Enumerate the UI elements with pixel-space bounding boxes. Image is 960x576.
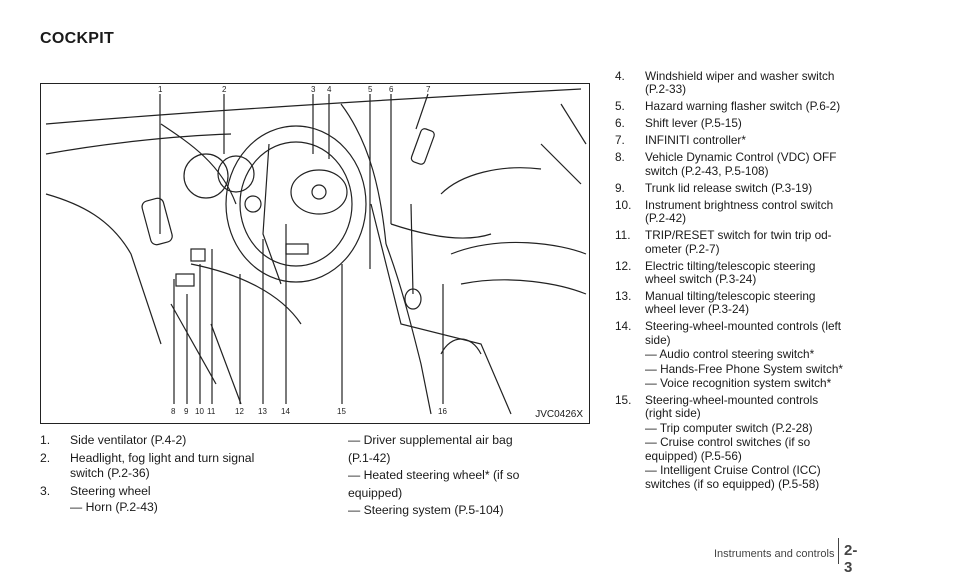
item-number: 2. <box>40 451 51 466</box>
item-subentry: — Hands-Free Phone System switch* <box>645 361 844 376</box>
item-text: (P.2-33) <box>645 82 687 97</box>
item-text: Manual tilting/telescopic steering <box>645 289 816 304</box>
cockpit-figure: 1 2 3 4 5 6 7 8 9 10 11 12 13 14 15 16 J… <box>40 83 590 424</box>
callout-8: 8 <box>171 407 176 416</box>
item-number: 9. <box>615 180 625 195</box>
legend-item-6: 6. Shift lever (P.5-15) <box>615 116 895 131</box>
item-number: 11. <box>615 228 631 243</box>
item-subentry: equipped) <box>348 485 403 500</box>
item-text: Instrument brightness control switch <box>645 197 834 212</box>
item-number: 14. <box>615 319 632 334</box>
item-text: (right side) <box>645 406 701 421</box>
callout-11: 11 <box>207 407 216 416</box>
callout-6: 6 <box>389 85 394 94</box>
item-number: 13. <box>615 289 632 304</box>
footer-section: Instruments and controls <box>714 548 835 560</box>
callout-2: 2 <box>222 85 227 94</box>
item-subentry: — Cruise control switches (if so <box>645 435 811 450</box>
callout-5: 5 <box>368 85 373 94</box>
callout-3: 3 <box>311 85 316 94</box>
legend-column-2: — Driver supplemental air bag (P.1-42) —… <box>348 433 598 521</box>
item-text: Headlight, fog light and turn signal <box>70 451 255 466</box>
item-number: 12. <box>615 258 632 273</box>
item-text: Electric tilting/telescopic steering <box>645 258 816 273</box>
callout-9: 9 <box>184 407 189 416</box>
item-subentry: — Driver supplemental air bag <box>348 433 513 447</box>
item-text: side) <box>645 332 671 347</box>
legend-item-9: 9. Trunk lid release switch (P.3-19) <box>615 180 895 195</box>
item-text: Steering wheel <box>70 483 151 498</box>
page-footer: Instruments and controls 2-3 <box>714 538 857 576</box>
item-text: Hazard warning flasher switch (P.6-2) <box>645 99 841 114</box>
item-text: Vehicle Dynamic Control (VDC) OFF <box>645 150 837 165</box>
callout-1: 1 <box>158 85 163 94</box>
cockpit-illustration: 1 2 3 4 5 6 7 8 9 10 11 12 13 14 15 16 <box>45 85 587 416</box>
legend-column-1: 1. Side ventilator (P.4-2) 2. Headlight,… <box>40 433 330 518</box>
legend-item-15: 15. Steering-wheel-mounted controls (rig… <box>615 393 895 491</box>
callout-13: 13 <box>258 407 267 416</box>
callout-10: 10 <box>195 407 204 416</box>
legend-column-3: 4. Windshield wiper and washer switch (P… <box>615 69 895 495</box>
item-text: wheel lever (P.3-24) <box>645 302 750 317</box>
legend-item-4: 4. Windshield wiper and washer switch (P… <box>615 69 895 97</box>
item-subentry: — Intelligent Cruise Control (ICC) <box>645 463 821 478</box>
item-subentry: — Audio control steering switch* <box>645 347 815 362</box>
item-subentry: — Voice recognition system switch* <box>645 376 832 391</box>
item-text: Steering-wheel-mounted controls (left <box>645 319 842 334</box>
item-text: TRIP/RESET switch for twin trip od- <box>645 228 832 243</box>
item-number: 6. <box>615 116 625 131</box>
page-heading: COCKPIT <box>40 30 115 47</box>
item-subentry: — Trip computer switch (P.2-28) <box>645 420 813 435</box>
item-text: ometer (P.2-7) <box>645 241 720 256</box>
item-text: wheel switch (P.3-24) <box>645 272 757 287</box>
legend-item-2: 2. Headlight, fog light and turn signal … <box>40 451 330 480</box>
item-number: 3. <box>40 483 51 498</box>
item-text: Shift lever (P.5-15) <box>645 116 742 131</box>
item-text: Steering-wheel-mounted controls <box>645 393 819 408</box>
legend-item-14: 14. Steering-wheel-mounted controls (lef… <box>615 320 895 390</box>
legend-item-7: 7. INFINITI controller* <box>615 133 895 148</box>
item-number: 1. <box>40 433 51 447</box>
item-number: 15. <box>615 393 632 408</box>
item-subentry: — Heated steering wheel* (if so <box>348 468 520 483</box>
footer-divider <box>838 538 839 564</box>
item-number: 8. <box>615 150 625 165</box>
item-number: 4. <box>615 69 625 83</box>
callout-4: 4 <box>327 85 332 94</box>
legend-item-1: 1. Side ventilator (P.4-2) <box>40 433 330 448</box>
page-number: 2-3 <box>844 542 858 576</box>
callout-7: 7 <box>426 85 431 94</box>
legend-item-13: 13. Manual tilting/telescopic steering w… <box>615 289 895 317</box>
item-text: Trunk lid release switch (P.3-19) <box>645 180 813 195</box>
item-subentry: — Horn (P.2-43) <box>70 499 158 514</box>
item-text: (P.2-42) <box>645 211 687 226</box>
legend-item-3: 3. Steering wheel — Horn (P.2-43) <box>40 484 330 514</box>
callout-12: 12 <box>235 407 244 416</box>
legend-item-12: 12. Electric tilting/telescopic steering… <box>615 258 895 287</box>
item-subentry: equipped) (P.5-56) <box>645 448 742 463</box>
item-text: switch (P.2-36) <box>70 465 150 480</box>
item-text: switch (P.2-43, P.5-108) <box>645 163 769 178</box>
item-text: Windshield wiper and washer switch <box>645 69 835 83</box>
item-number: 5. <box>615 99 625 114</box>
legend-item-8: 8. Vehicle Dynamic Control (VDC) OFF swi… <box>615 150 895 178</box>
callout-15: 15 <box>337 407 346 416</box>
legend-item-5: 5. Hazard warning flasher switch (P.6-2) <box>615 99 895 114</box>
item-text: INFINITI controller* <box>645 133 746 148</box>
legend-item-11: 11. TRIP/RESET switch for twin trip od- … <box>615 228 895 256</box>
item-subentry: (P.1-42) <box>348 450 391 465</box>
item-text: Side ventilator (P.4-2) <box>70 433 187 447</box>
legend-item-10: 10. Instrument brightness control switch… <box>615 197 895 226</box>
callout-14: 14 <box>281 407 290 416</box>
callout-16: 16 <box>438 407 447 416</box>
item-subentry: switches (if so equipped) (P.5-58) <box>645 476 820 491</box>
item-number: 10. <box>615 197 632 212</box>
item-subentry: — Steering system (P.5-104) <box>348 503 504 518</box>
figure-code: JVC0426X <box>535 409 583 420</box>
item-number: 7. <box>615 133 625 148</box>
